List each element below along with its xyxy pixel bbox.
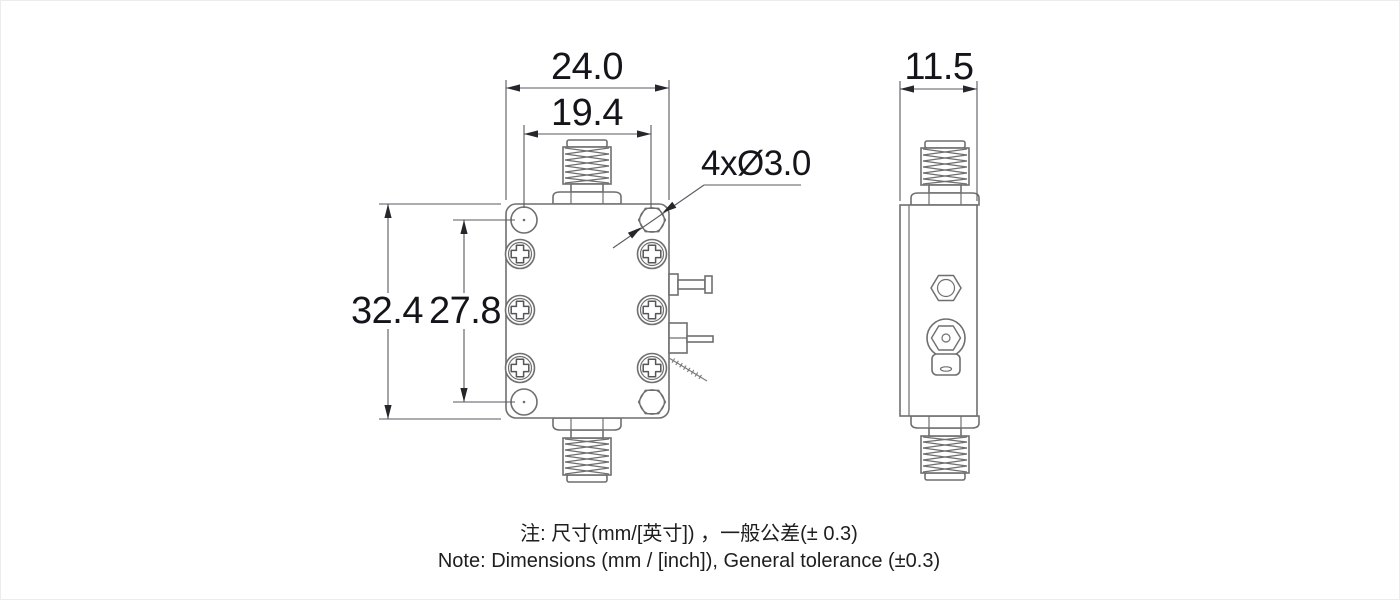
note-line-en: Note: Dimensions (mm / [inch]), General … xyxy=(438,550,940,572)
phillips-screw xyxy=(636,238,668,270)
dim-width-outer-label: 24.0 xyxy=(551,46,623,88)
coax-port-feature xyxy=(926,318,966,376)
dimension-height-outer: 32.4 xyxy=(351,203,501,420)
hole-callout-label: 4xØ3.0 xyxy=(701,144,811,183)
phillips-screw xyxy=(636,294,668,326)
ground-tab xyxy=(931,353,961,376)
solder-wire xyxy=(668,357,708,382)
dim-width-inner-label: 19.4 xyxy=(551,92,623,134)
front-view xyxy=(504,139,714,483)
dimension-width-inner: 19.4 xyxy=(523,92,652,208)
dim-height-outer-label: 32.4 xyxy=(351,290,423,332)
sma-connector-side-top xyxy=(910,140,980,206)
phillips-screw xyxy=(504,352,536,384)
dim-height-inner-label: 27.8 xyxy=(429,290,501,332)
feedthrough-pin-upper xyxy=(668,273,713,296)
notes: 注: 尺寸(mm/[英寸]) ，一般公差(± 0.3) Note: Dimens… xyxy=(438,522,940,572)
corner-hole-top-right xyxy=(637,207,667,233)
phillips-screw xyxy=(504,294,536,326)
note-line-zh: 注: 尺寸(mm/[英寸]) ，一般公差(± 0.3) xyxy=(520,522,858,545)
dimension-depth: 11.5 xyxy=(899,46,978,201)
sma-connector-front-top xyxy=(552,139,622,205)
phillips-screw xyxy=(504,238,536,270)
dim-depth-label: 11.5 xyxy=(904,46,973,88)
phillips-screw xyxy=(636,352,668,384)
dimension-width-outer: 24.0 xyxy=(505,46,670,200)
dimension-height-inner: 27.8 xyxy=(429,219,515,403)
sma-connector-side-bottom xyxy=(910,415,980,481)
corner-hole-bottom-right xyxy=(637,389,667,415)
sma-connector-front-bottom xyxy=(552,417,622,483)
feedthrough-pin-lower xyxy=(668,322,714,354)
side-view xyxy=(899,140,980,481)
side-body xyxy=(899,204,978,417)
hole-callout: 4xØ3.0 xyxy=(612,144,811,249)
hex-nut-feature xyxy=(930,274,962,302)
